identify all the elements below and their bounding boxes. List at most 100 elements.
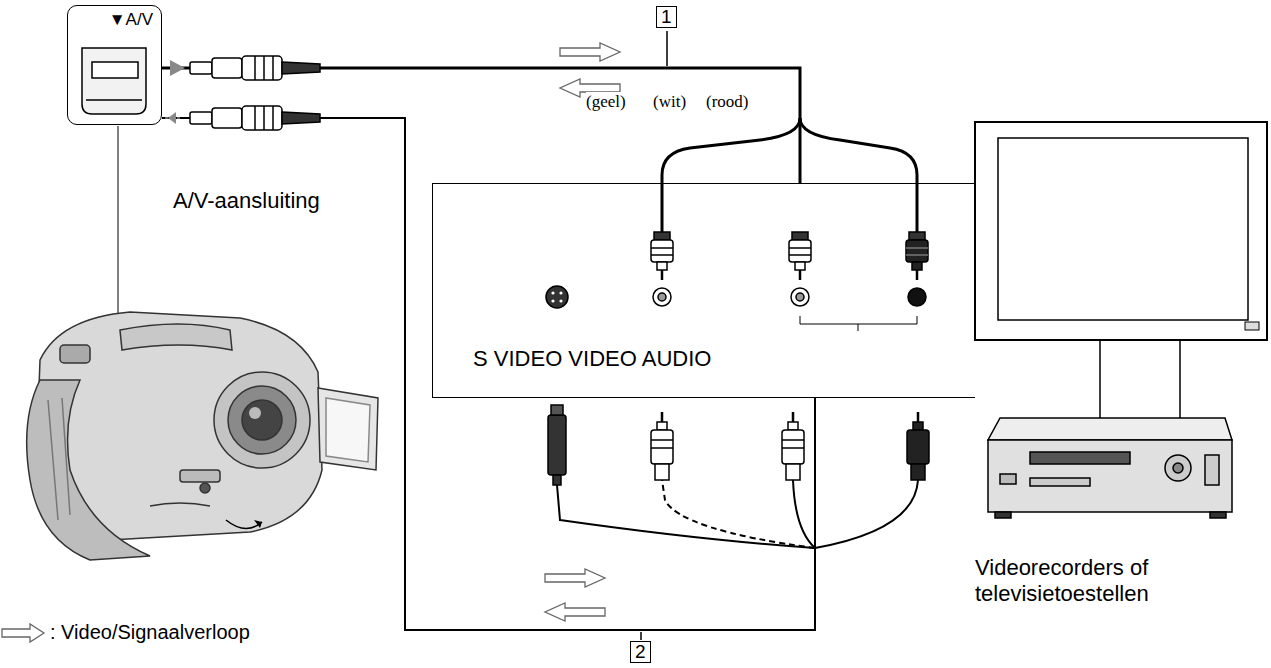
- rca-plugs-top-part: [661, 270, 664, 280]
- television-illustration-part: [998, 138, 1248, 320]
- camcorder-illustration-part: [60, 345, 90, 363]
- cable-2-branches: [557, 480, 918, 548]
- television-illustration-part: [1245, 322, 1259, 330]
- panel-jacks-part: [546, 286, 568, 308]
- videorecorder-illustration-part: [988, 418, 1232, 440]
- insert-arrow: [170, 60, 185, 76]
- plugs-bottom-part: [911, 464, 925, 480]
- cable-2-branches-part: [815, 480, 918, 548]
- open-cover-arrowhead: [254, 520, 262, 528]
- videorecorder-illustration-part: [995, 512, 1011, 518]
- cable-2-branches-part: [793, 480, 815, 548]
- rca-plugs-top-part: [789, 240, 811, 262]
- av-plugs-part: [242, 56, 282, 80]
- audio-bracket: [800, 316, 917, 331]
- plugs-bottom-part: [655, 464, 669, 480]
- videorecorder-illustration-part: [1205, 455, 1219, 485]
- camcorder-illustration: [27, 312, 378, 560]
- rca-plugs-top-part: [792, 232, 808, 240]
- television-illustration-part: [975, 122, 1267, 340]
- camcorder-illustration-part: [150, 503, 210, 506]
- panel-jacks: [546, 286, 926, 308]
- plugs-bottom-part: [788, 422, 798, 430]
- rca-plugs-top-part: [789, 248, 811, 255]
- plugs-bottom: [548, 405, 929, 485]
- callout-number: 1: [656, 6, 677, 28]
- videorecorder-illustration-part: [1165, 455, 1191, 481]
- videorecorder-illustration-part: [988, 440, 1232, 512]
- videorecorder-illustration-part: [1210, 512, 1226, 518]
- av-socket-part: [86, 99, 142, 101]
- part-label: A/V-aansluiting: [173, 188, 320, 214]
- camcorder-illustration-part: [228, 386, 296, 454]
- rca-plugs-top-part: [654, 232, 670, 240]
- rca-plugs-top-part: [916, 270, 919, 280]
- videorecorder-illustration: [988, 418, 1232, 518]
- camcorder-illustration-part: [27, 380, 150, 560]
- legend-arrow-sample: [2, 624, 44, 642]
- rca-plugs-top-part: [651, 240, 673, 262]
- av-plugs-part: [190, 112, 212, 124]
- av-socket-part: [92, 62, 138, 78]
- cable-1-branches-part: [800, 118, 917, 240]
- panel-jacks-part: [559, 291, 562, 294]
- plugs-bottom-part: [651, 430, 673, 464]
- plugs-bottom-part: [553, 475, 561, 485]
- device-label: Videorecorders of televisietoestellen: [975, 555, 1215, 608]
- panel-jacks-part: [551, 299, 554, 302]
- plugs-bottom-part: [548, 415, 566, 475]
- av-socket-part: [82, 48, 146, 114]
- camcorder-illustration-part: [200, 483, 210, 493]
- color-label: (rood): [706, 92, 748, 112]
- connector-panel: S VIDEO VIDEO AUDIO: [432, 183, 975, 398]
- av-plugs-part: [255, 56, 273, 80]
- open-cover-arrow: [226, 520, 262, 529]
- rca-plugs-top-part: [651, 248, 673, 255]
- videorecorder-illustration-part: [1030, 478, 1090, 486]
- av-plugs-part: [282, 112, 320, 124]
- rca-plugs-top-part: [799, 270, 802, 280]
- videorecorder-illustration-part: [1173, 463, 1183, 473]
- television-illustration-part: [1100, 340, 1180, 418]
- av-jack-box: ▼A/V: [67, 5, 162, 125]
- color-label: (geel): [586, 92, 626, 112]
- av-plugs-part: [255, 106, 273, 130]
- color-label: (wit): [653, 92, 686, 112]
- plugs-bottom-part: [913, 422, 923, 430]
- av-socket: [82, 48, 146, 114]
- signal-arrows: [545, 43, 620, 621]
- av-cable: [162, 118, 815, 630]
- av-plugs-part: [282, 62, 320, 74]
- callout-number: 2: [630, 641, 651, 663]
- camcorder-illustration-part: [318, 388, 378, 470]
- av-plugs-part: [242, 106, 282, 130]
- plugs-bottom-part: [792, 412, 795, 422]
- signal-arrows-part: [545, 603, 605, 621]
- rca-plugs-top: [651, 232, 928, 280]
- plugs-bottom-part: [651, 440, 673, 448]
- panel-jacks-part: [791, 288, 809, 306]
- av-plugs: [164, 56, 320, 130]
- panel-jacks-part: [551, 291, 554, 294]
- rca-plugs-top-part: [795, 262, 805, 270]
- legend-text: : Video/Signaalverloop: [50, 620, 250, 644]
- signal-arrows-part: [545, 569, 605, 587]
- camcorder-illustration-part: [242, 400, 282, 440]
- rca-plugs-top-part: [657, 262, 667, 270]
- cable-1-branches: [662, 118, 917, 240]
- node-text: S VIDEO VIDEO AUDIO: [473, 346, 711, 372]
- plugs-bottom-part: [782, 430, 804, 464]
- plugs-bottom-part: [551, 405, 563, 415]
- camcorder-illustration-part: [214, 372, 310, 468]
- plugs-bottom-part: [917, 412, 920, 422]
- rca-plugs-top-part: [906, 248, 928, 255]
- camcorder-illustration-part: [249, 407, 261, 419]
- signal-arrows-part: [560, 43, 620, 61]
- cable-1-branches-part: [662, 118, 800, 240]
- camcorder-illustration-part: [48, 398, 70, 520]
- panel-jacks-part: [559, 299, 562, 302]
- cable-2-branches-part: [662, 480, 815, 548]
- rca-plugs-top-part: [906, 240, 928, 262]
- camcorder-illustration-part: [180, 470, 220, 482]
